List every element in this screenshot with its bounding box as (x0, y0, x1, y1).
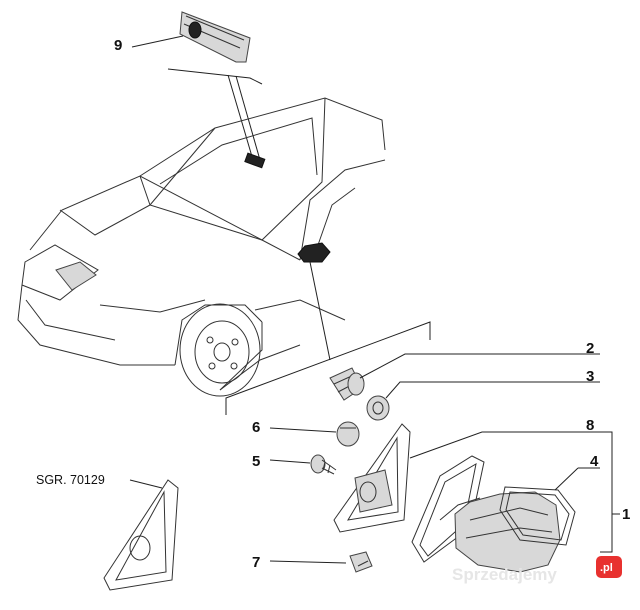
rear-view-mirror-illustration (179, 11, 251, 63)
callout-9: 9 (114, 37, 122, 54)
leader-8 (409, 431, 600, 459)
screw-part-5 (310, 454, 337, 475)
callout-7: 7 (252, 554, 260, 571)
callout-8: 8 (586, 417, 594, 434)
leader-6 (269, 427, 337, 433)
watermark-badge-icon (596, 556, 622, 578)
assembly-bracket-1 (600, 431, 613, 553)
nut-part-6 (336, 421, 360, 447)
callout-4: 4 (590, 453, 599, 470)
assembly-bracket (225, 321, 431, 415)
leader-7 (269, 560, 347, 564)
mirror-pointer-down (309, 261, 331, 361)
inner-trim-part-8 (333, 423, 411, 533)
grommet-part-2 (329, 367, 365, 401)
bushing-part-3 (366, 395, 390, 421)
mirror-housing-assembly (411, 455, 561, 573)
watermark-text: Sprzedajemy (452, 565, 557, 584)
reference-gasket (103, 479, 179, 591)
leader-reference (129, 479, 163, 489)
clip-part-7 (349, 551, 373, 573)
callout-5: 5 (252, 453, 260, 470)
leader-9 (131, 35, 184, 48)
callout-2: 2 (586, 340, 594, 357)
leader-2 (359, 353, 600, 379)
mirror-glass-part-4 (499, 486, 576, 546)
leader-4 (554, 467, 579, 491)
callout-1: 1 (622, 506, 630, 523)
callout-6: 6 (252, 419, 260, 436)
mirror-pointer-b (235, 75, 261, 161)
leader-3 (385, 381, 600, 399)
reference-label: SGR. 70129 (36, 473, 105, 487)
callout-3: 3 (586, 368, 594, 385)
car-illustration (17, 97, 386, 397)
mirror-bracket-top (167, 68, 263, 85)
mirror-pointer-a (227, 74, 254, 161)
leader-5 (269, 459, 311, 464)
watermark-badge: .pl (600, 562, 613, 574)
